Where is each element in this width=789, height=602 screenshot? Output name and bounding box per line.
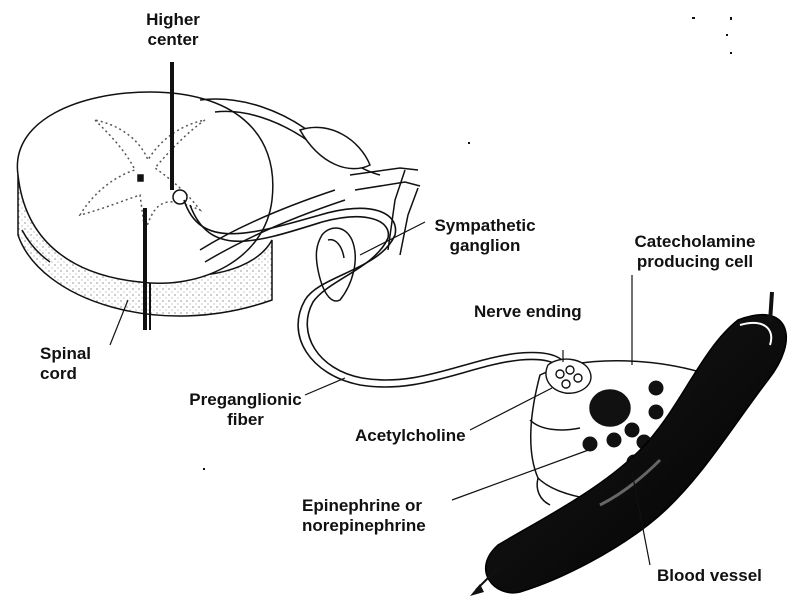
spinal-cord [17, 92, 380, 330]
label-spinal-cord-line2: cord [40, 364, 91, 384]
label-higher-center: Higher center [138, 10, 208, 50]
label-spinal-cord-line1: Spinal [40, 344, 91, 364]
cell-nucleus [590, 390, 630, 426]
label-preganglionic-fiber: Preganglionic fiber [183, 390, 308, 430]
label-sympathetic-ganglion: Sympathetic ganglion [425, 216, 545, 256]
label-epinephrine-line2: norepinephrine [302, 516, 426, 536]
label-blood-vessel: Blood vessel [657, 566, 762, 586]
label-preganglionic-fiber-line2: fiber [183, 410, 308, 430]
label-catecholamine-cell: Catecholamine producing cell [615, 232, 775, 272]
label-nerve-ending: Nerve ending [474, 302, 582, 322]
label-sympathetic-ganglion-line2: ganglion [425, 236, 545, 256]
nerve-ending [546, 359, 591, 393]
label-catecholamine-cell-line1: Catecholamine [615, 232, 775, 252]
label-epinephrine: Epinephrine or norepinephrine [302, 496, 426, 536]
label-preganglionic-fiber-line1: Preganglionic [183, 390, 308, 410]
label-higher-center-line1: Higher [138, 10, 208, 30]
label-spinal-cord: Spinal cord [40, 344, 91, 384]
label-acetylcholine: Acetylcholine [355, 426, 466, 446]
sympathetic-ganglion [316, 228, 355, 301]
label-epinephrine-line1: Epinephrine or [302, 496, 426, 516]
label-higher-center-line2: center [138, 30, 208, 50]
label-catecholamine-cell-line2: producing cell [615, 252, 775, 272]
label-sympathetic-ganglion-line1: Sympathetic [425, 216, 545, 236]
